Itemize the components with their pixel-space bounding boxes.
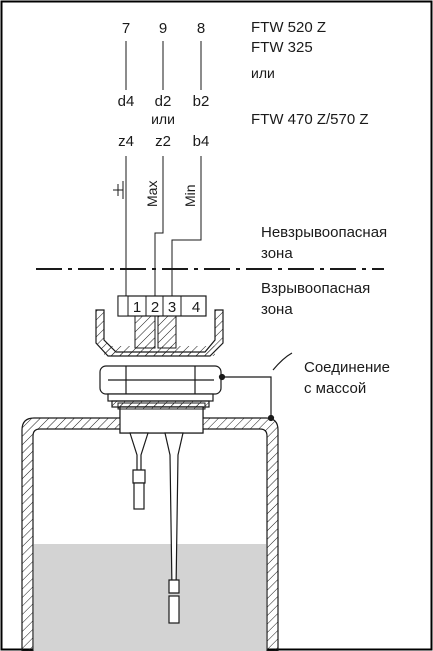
pin-b4-label: b4 <box>193 133 210 150</box>
terminal-1: 1 <box>133 299 141 316</box>
pins-or-label: или <box>151 111 175 127</box>
pin-z2-label: z2 <box>155 133 171 150</box>
safe-zone-line2: зона <box>261 245 293 262</box>
ground-connection <box>218 352 293 422</box>
ground-symbol-icon <box>113 181 124 199</box>
liquid <box>33 544 267 651</box>
probe-min <box>164 432 184 624</box>
device-or: или <box>251 65 275 81</box>
hazard-zone-line1: Взрывоопасная <box>261 280 370 297</box>
pin-d4-label: d4 <box>118 93 135 110</box>
pin-z4-label: z4 <box>118 133 134 150</box>
pin-d2-label: d2 <box>155 93 172 110</box>
terminal-2: 2 <box>151 299 159 316</box>
wires <box>125 156 202 302</box>
pin-8-label: 8 <box>197 20 205 37</box>
min-label: Min <box>182 184 198 207</box>
max-label: Max <box>144 181 160 207</box>
ground-label-line2: с массой <box>304 380 366 397</box>
pin-9-label: 9 <box>159 20 167 37</box>
pin-7-label: 7 <box>122 20 130 37</box>
terminal-3: 3 <box>168 299 176 316</box>
device-ftw325: FTW 325 <box>251 39 313 56</box>
tank <box>21 402 279 651</box>
probe-max <box>129 432 149 510</box>
ground-label-line1: Соединение <box>304 359 390 376</box>
device-ftw520z: FTW 520 Z <box>251 19 326 36</box>
threaded-nut <box>99 365 222 408</box>
terminal-4: 4 <box>192 299 200 316</box>
sensor-housing <box>95 309 224 357</box>
pin-b2-label: b2 <box>193 93 210 110</box>
safe-zone-line1: Невзрывоопасная <box>261 224 387 241</box>
device-ftw470z: FTW 470 Z/570 Z <box>251 111 369 128</box>
hazard-zone-line2: зона <box>261 301 293 318</box>
terminal-block <box>117 295 207 349</box>
